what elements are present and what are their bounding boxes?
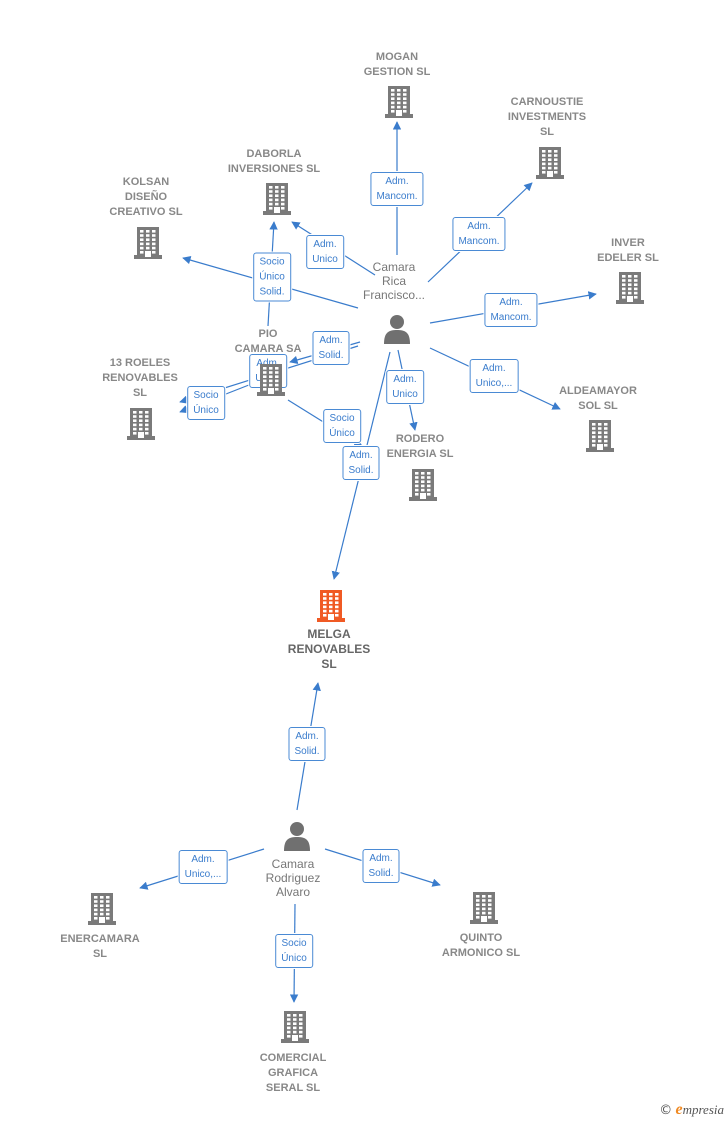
company-label-roeles[interactable]: 13 ROELES RENOVABLES SL bbox=[102, 357, 178, 399]
edge-label-r-inver[interactable]: Adm. Mancom. bbox=[484, 293, 538, 327]
company-label-inver[interactable]: INVER EDELER SL bbox=[597, 237, 659, 264]
company-label-carnoustie[interactable]: CARNOUSTIE INVESTMENTS SL bbox=[507, 96, 587, 138]
building-icon[interactable] bbox=[134, 225, 162, 264]
person-icon[interactable] bbox=[383, 314, 411, 349]
edge-label-r-carnoustie[interactable]: Adm. Mancom. bbox=[452, 217, 506, 251]
company-label-rodero[interactable]: RODERO ENERGIA SL bbox=[386, 433, 454, 460]
edge-label-r-melga-adm1[interactable]: Adm. Solid. bbox=[342, 446, 380, 480]
company-label-aldeamayor[interactable]: ALDEAMAYOR SOL SL bbox=[559, 385, 637, 412]
edge-label-r-melga-adm2[interactable]: Adm. Solid. bbox=[288, 727, 326, 761]
edge-label-r-daborla-adm[interactable]: Adm. Unico bbox=[306, 235, 344, 269]
building-icon[interactable] bbox=[616, 270, 644, 309]
company-label-pio[interactable]: PIO CAMARA SA bbox=[234, 328, 302, 355]
edge-label-r-quinto[interactable]: Adm. Solid. bbox=[362, 849, 400, 883]
brand-logo-initial: e bbox=[675, 1101, 683, 1118]
edge-label-r-enercamara[interactable]: Adm. Unico,... bbox=[178, 850, 228, 884]
company-label-melga[interactable]: MELGA RENOVABLES SL bbox=[287, 627, 371, 671]
copyright-symbol: © bbox=[659, 1103, 673, 1118]
edge-label-r-mogan[interactable]: Adm. Mancom. bbox=[370, 172, 424, 206]
building-icon[interactable] bbox=[88, 891, 116, 930]
building-icon[interactable] bbox=[263, 181, 291, 220]
building-icon[interactable] bbox=[470, 890, 498, 929]
building-icon[interactable] bbox=[257, 362, 285, 401]
person-label-alvaro[interactable]: Camara Rodriguez Alvaro bbox=[265, 857, 321, 899]
company-label-enercamara[interactable]: ENERCAMARA SL bbox=[60, 933, 140, 960]
person-icon[interactable] bbox=[283, 821, 311, 856]
edge-label-r-aldeamayor[interactable]: Adm. Unico,... bbox=[469, 359, 519, 393]
company-label-quinto[interactable]: QUINTO ARMONICO SL bbox=[441, 932, 521, 959]
building-icon[interactable] bbox=[385, 84, 413, 123]
building-icon[interactable] bbox=[317, 588, 345, 627]
company-label-kolsan[interactable]: KOLSAN DISEÑO CREATIVO SL bbox=[109, 176, 183, 218]
edge-label-r-daborla-socio[interactable]: Socio Único Solid. bbox=[253, 252, 291, 302]
building-icon[interactable] bbox=[281, 1009, 309, 1048]
building-icon[interactable] bbox=[586, 418, 614, 457]
company-label-daborla[interactable]: DABORLA INVERSIONES SL bbox=[227, 148, 321, 175]
edge-label-r-pio[interactable]: Adm. Solid. bbox=[312, 331, 350, 365]
person-label-francisco[interactable]: Camara Rica Francisco... bbox=[362, 260, 426, 302]
footer-brand: © empresia bbox=[659, 1101, 724, 1119]
edge-label-r-melga-socio[interactable]: Socio Único bbox=[323, 409, 361, 443]
building-icon[interactable] bbox=[536, 145, 564, 184]
brand-logo-text: mpresia bbox=[682, 1102, 724, 1117]
building-icon[interactable] bbox=[409, 467, 437, 506]
edge-label-r-comercial[interactable]: Socio Único bbox=[275, 934, 313, 968]
edge-label-r-roeles-socio[interactable]: Socio Único bbox=[187, 386, 225, 420]
edge-label-r-rodero[interactable]: Adm. Unico bbox=[386, 370, 424, 404]
building-icon[interactable] bbox=[127, 406, 155, 445]
company-label-comercial[interactable]: COMERCIAL GRAFICA SERAL SL bbox=[259, 1052, 327, 1094]
company-label-mogan[interactable]: MOGAN GESTION SL bbox=[363, 51, 431, 78]
